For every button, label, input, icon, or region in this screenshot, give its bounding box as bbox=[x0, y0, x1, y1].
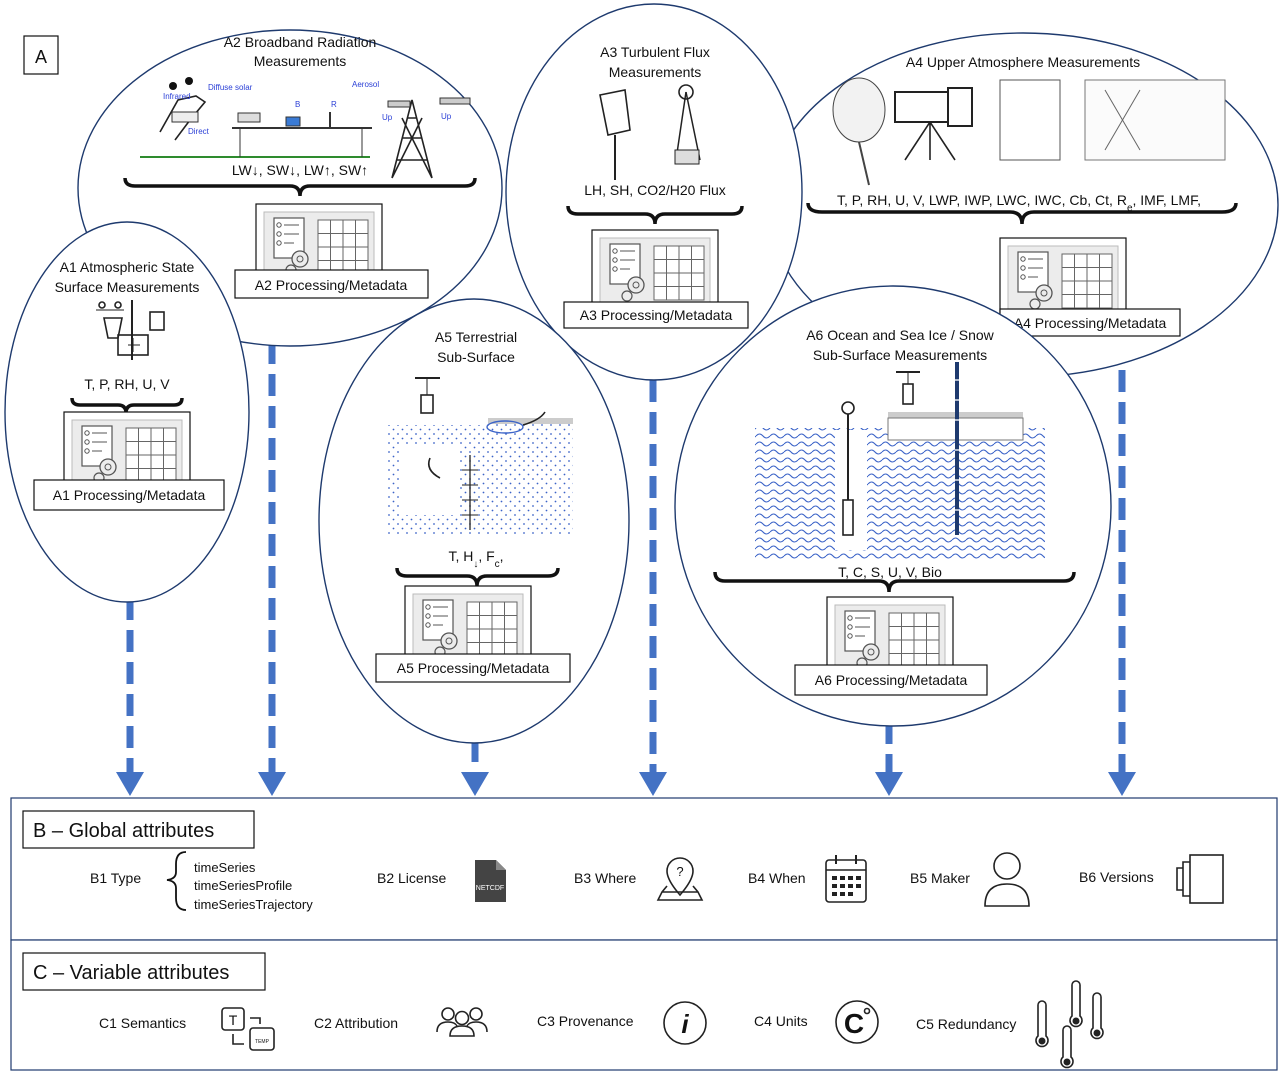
a6-variables: T, C, S, U, V, Bio bbox=[838, 564, 942, 580]
svg-text:i: i bbox=[681, 1009, 689, 1039]
a2-processing-label: A2 Processing/Metadata bbox=[255, 277, 408, 293]
panel-label-box bbox=[23, 35, 59, 75]
flow-arrows bbox=[116, 342, 1136, 796]
b4-label: B4 When bbox=[748, 870, 806, 886]
a3-flux-sketch bbox=[599, 84, 701, 180]
a2-sketch-label: Up bbox=[382, 113, 393, 122]
node-a6: A6 Ocean and Sea Ice / Snow Sub-Surface … bbox=[674, 285, 1112, 727]
b1-brace bbox=[166, 851, 187, 911]
svg-text:C: C bbox=[844, 1008, 864, 1039]
a2-variables: LW↓, SW↓, LW↑, SW↑ bbox=[232, 162, 368, 178]
map-pin-icon: ? bbox=[656, 857, 704, 901]
a3-title-2: Measurements bbox=[609, 64, 702, 80]
calendar-icon bbox=[825, 855, 867, 903]
a5-variables: T, H↓, Fc, bbox=[448, 548, 503, 570]
a4-variables: T, P, RH, U, V, LWP, IWP, LWC, IWC, Cb, … bbox=[837, 192, 1201, 214]
b1-type-item: timeSeriesTrajectory bbox=[194, 897, 313, 912]
a2-title: A2 Broadband Radiation bbox=[224, 34, 377, 50]
a1-title-2: Surface Measurements bbox=[55, 279, 200, 295]
section-b-global-attributes: B – Global attributes B1 Type timeSeries… bbox=[10, 797, 1278, 941]
a2-sketch-label: Diffuse solar bbox=[208, 83, 253, 92]
c3-label: C3 Provenance bbox=[537, 1013, 634, 1029]
info-icon: i bbox=[663, 1001, 707, 1045]
people-icon bbox=[436, 1007, 488, 1037]
netcdf-file-icon: NETCDF bbox=[475, 860, 506, 902]
a2-sketch-label: Direct bbox=[188, 127, 210, 136]
node-a5: A5 Terrestrial Sub-Surface T, H↓, Fc, A5… bbox=[318, 298, 630, 744]
section-b-title: B – Global attributes bbox=[33, 820, 214, 842]
a5-processing-label: A5 Processing/Metadata bbox=[397, 660, 550, 676]
a4-instruments-sketch bbox=[832, 77, 1226, 186]
c1-label: C1 Semantics bbox=[99, 1015, 186, 1031]
a2-sketch-label: R bbox=[331, 100, 337, 109]
c4-label: C4 Units bbox=[754, 1013, 808, 1029]
b2-label: B2 License bbox=[377, 870, 446, 886]
a3-variables: LH, SH, CO2/H20 Flux bbox=[584, 182, 726, 198]
svg-text:?: ? bbox=[676, 864, 683, 879]
a6-title-2: Sub-Surface Measurements bbox=[813, 347, 987, 363]
a3-title: A3 Turbulent Flux bbox=[600, 44, 710, 60]
a2-sketch-label: Infrared bbox=[163, 92, 191, 101]
a1-processing-label: A1 Processing/Metadata bbox=[53, 487, 206, 503]
b1-label: B1 Type bbox=[90, 870, 141, 886]
person-icon bbox=[984, 852, 1030, 907]
a6-ocean-sketch bbox=[755, 362, 1045, 560]
a6-processing-label: A6 Processing/Metadata bbox=[815, 672, 968, 688]
a5-soil-sketch bbox=[388, 377, 573, 535]
b1-type-item: timeSeriesProfile bbox=[194, 878, 292, 893]
b6-label: B6 Versions bbox=[1079, 869, 1154, 885]
section-c-variable-attributes: C – Variable attributes C1 Semantics T T… bbox=[10, 939, 1278, 1071]
versions-icon bbox=[1176, 854, 1224, 904]
node-a1: A1 Atmospheric State Surface Measurement… bbox=[4, 221, 250, 603]
a2-sketch-label: Aerosol bbox=[352, 80, 379, 89]
svg-text:T: T bbox=[229, 1012, 238, 1028]
node-a3: A3 Turbulent Flux Measurements LH, SH, C… bbox=[505, 3, 803, 381]
translate-icon: T TEMP bbox=[221, 1007, 275, 1051]
b5-label: B5 Maker bbox=[910, 870, 970, 886]
celsius-icon: C bbox=[835, 1000, 879, 1044]
a1-weather-station-sketch bbox=[96, 300, 165, 360]
a4-processing-label: A4 Processing/Metadata bbox=[1014, 315, 1167, 331]
a6-title: A6 Ocean and Sea Ice / Snow bbox=[806, 327, 994, 343]
c2-label: C2 Attribution bbox=[314, 1015, 398, 1031]
a2-radiation-sketch: Infrared Diffuse solar Direct B R Aeroso… bbox=[140, 77, 471, 179]
section-c-title: C – Variable attributes bbox=[33, 962, 229, 984]
thermometers-icon bbox=[1035, 980, 1104, 1069]
a2-title-2: Measurements bbox=[254, 53, 347, 69]
a4-title: A4 Upper Atmosphere Measurements bbox=[906, 54, 1140, 70]
c5-label: C5 Redundancy bbox=[916, 1016, 1016, 1032]
a2-sketch-label: B bbox=[295, 100, 300, 109]
b1-type-item: timeSeries bbox=[194, 860, 256, 875]
a5-title-2: Sub-Surface bbox=[437, 349, 515, 365]
a1-variables: T, P, RH, U, V bbox=[84, 376, 170, 392]
a1-title: A1 Atmospheric State bbox=[60, 259, 195, 275]
svg-text:NETCDF: NETCDF bbox=[476, 885, 504, 892]
svg-text:TEMP: TEMP bbox=[255, 1039, 270, 1045]
a2-sketch-label: Up bbox=[441, 112, 452, 121]
panel-label: A bbox=[35, 47, 47, 67]
a5-title: A5 Terrestrial bbox=[435, 329, 517, 345]
b3-label: B3 Where bbox=[574, 870, 636, 886]
a3-processing-label: A3 Processing/Metadata bbox=[580, 307, 733, 323]
